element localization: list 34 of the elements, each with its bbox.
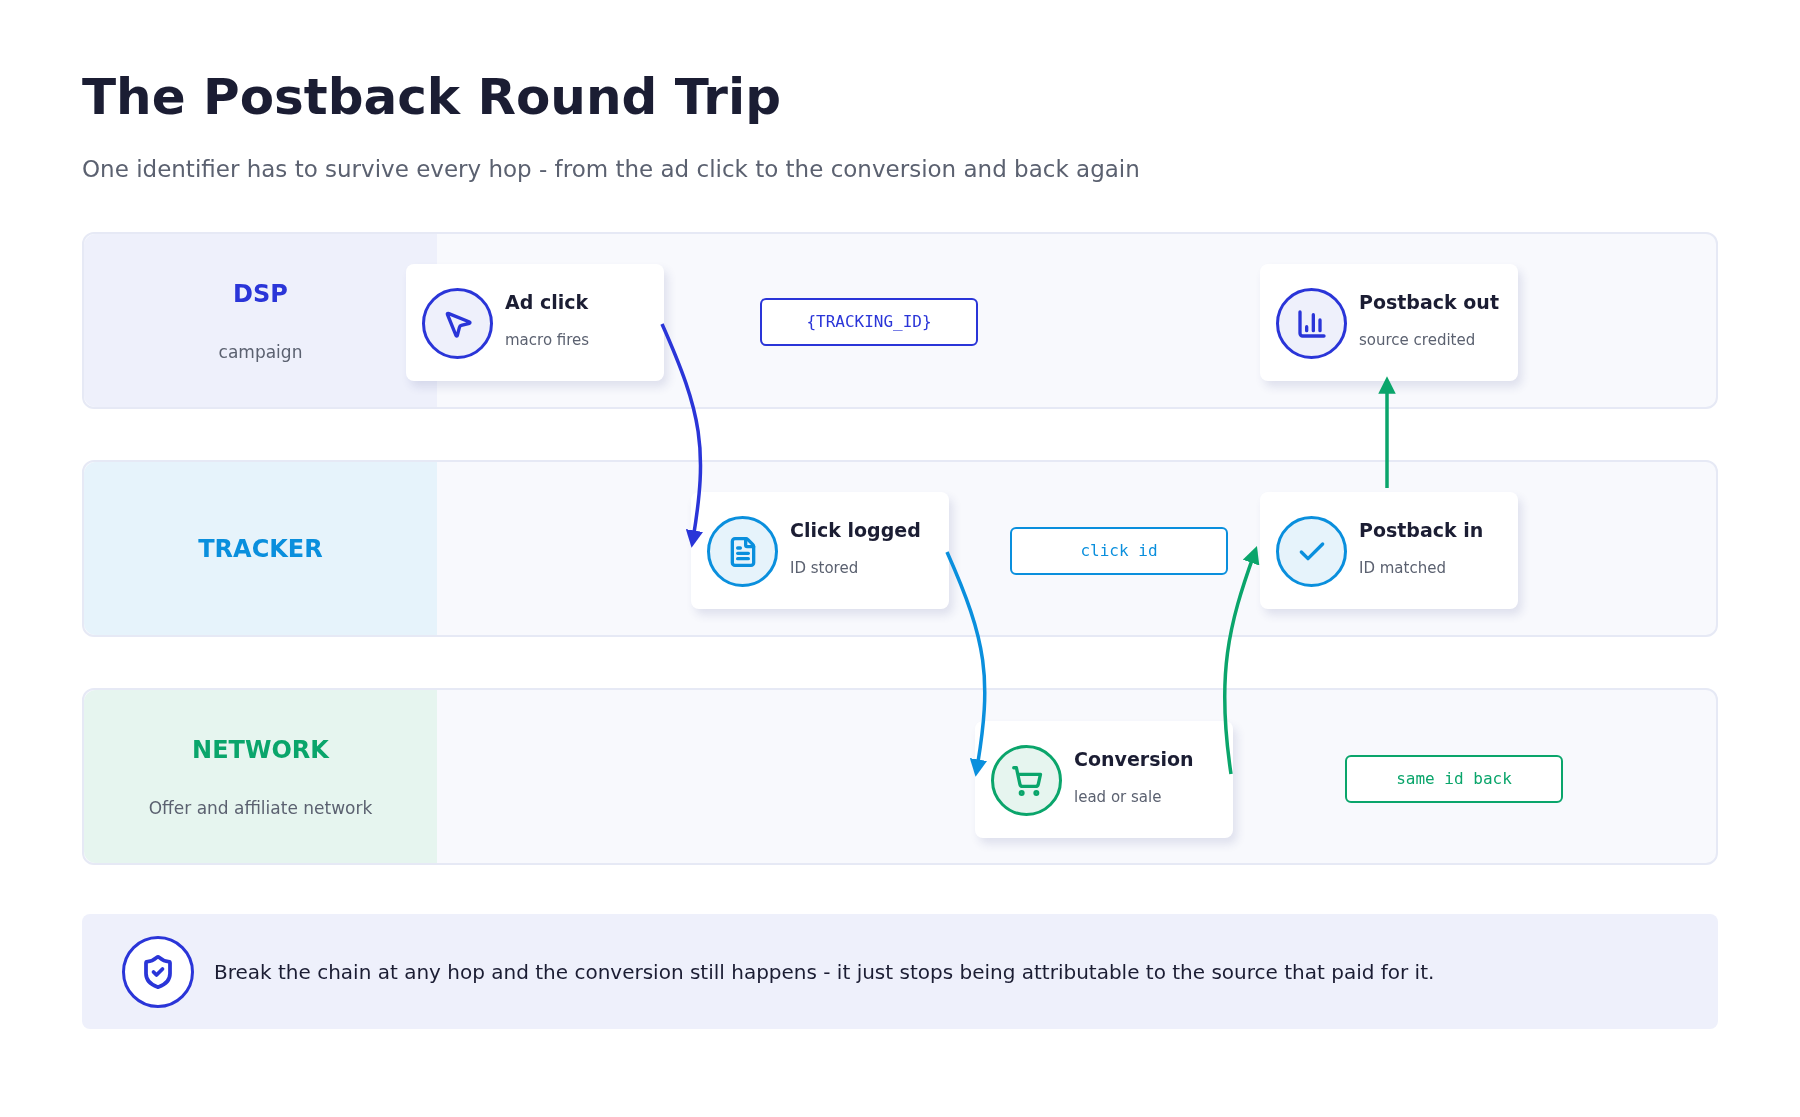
step-subtitle: ID matched <box>1359 557 1447 579</box>
step-title: Conversion <box>1074 747 1194 772</box>
step-subtitle: source credited <box>1359 329 1477 351</box>
swimlane <box>82 688 1718 865</box>
arrow <box>1223 546 1260 775</box>
title: The Postback Round Trip <box>82 67 781 128</box>
lane-subtitle: campaign <box>218 340 303 364</box>
step-title: Postback out <box>1359 290 1499 315</box>
swimlane <box>82 232 1718 409</box>
arrow <box>945 551 987 777</box>
step-subtitle: lead or sale <box>1074 786 1163 808</box>
note-banner <box>82 914 1718 1029</box>
lane-title: TRACKER <box>198 533 323 565</box>
arrow <box>660 323 703 548</box>
step-card <box>406 264 664 381</box>
note-text: Break the chain at any hop and the conversion still happens - it just stops being attributable to the source that paid for it. <box>214 958 1435 986</box>
id-tag: click id <box>1010 527 1228 575</box>
step-title: Click logged <box>790 518 921 543</box>
step-card <box>691 492 949 609</box>
step-card <box>1260 264 1518 381</box>
step-title: Ad click <box>505 290 590 315</box>
step-subtitle: macro fires <box>505 329 590 351</box>
lane-title: DSP <box>233 278 288 310</box>
swimlane <box>82 460 1718 637</box>
lane-subtitle: Offer and affiliate network <box>148 796 373 820</box>
arrow <box>1378 376 1396 488</box>
step-subtitle: ID stored <box>790 557 860 579</box>
step-card <box>1260 492 1518 609</box>
id-tag: same id back <box>1345 755 1563 803</box>
step-card <box>975 721 1233 838</box>
id-tag: {TRACKING_ID} <box>760 298 978 346</box>
lane-title: NETWORK <box>192 734 329 766</box>
step-title: Postback in <box>1359 518 1484 543</box>
subtitle: One identifier has to survive every hop - from the ad click to the conversion and back again <box>82 155 1140 184</box>
